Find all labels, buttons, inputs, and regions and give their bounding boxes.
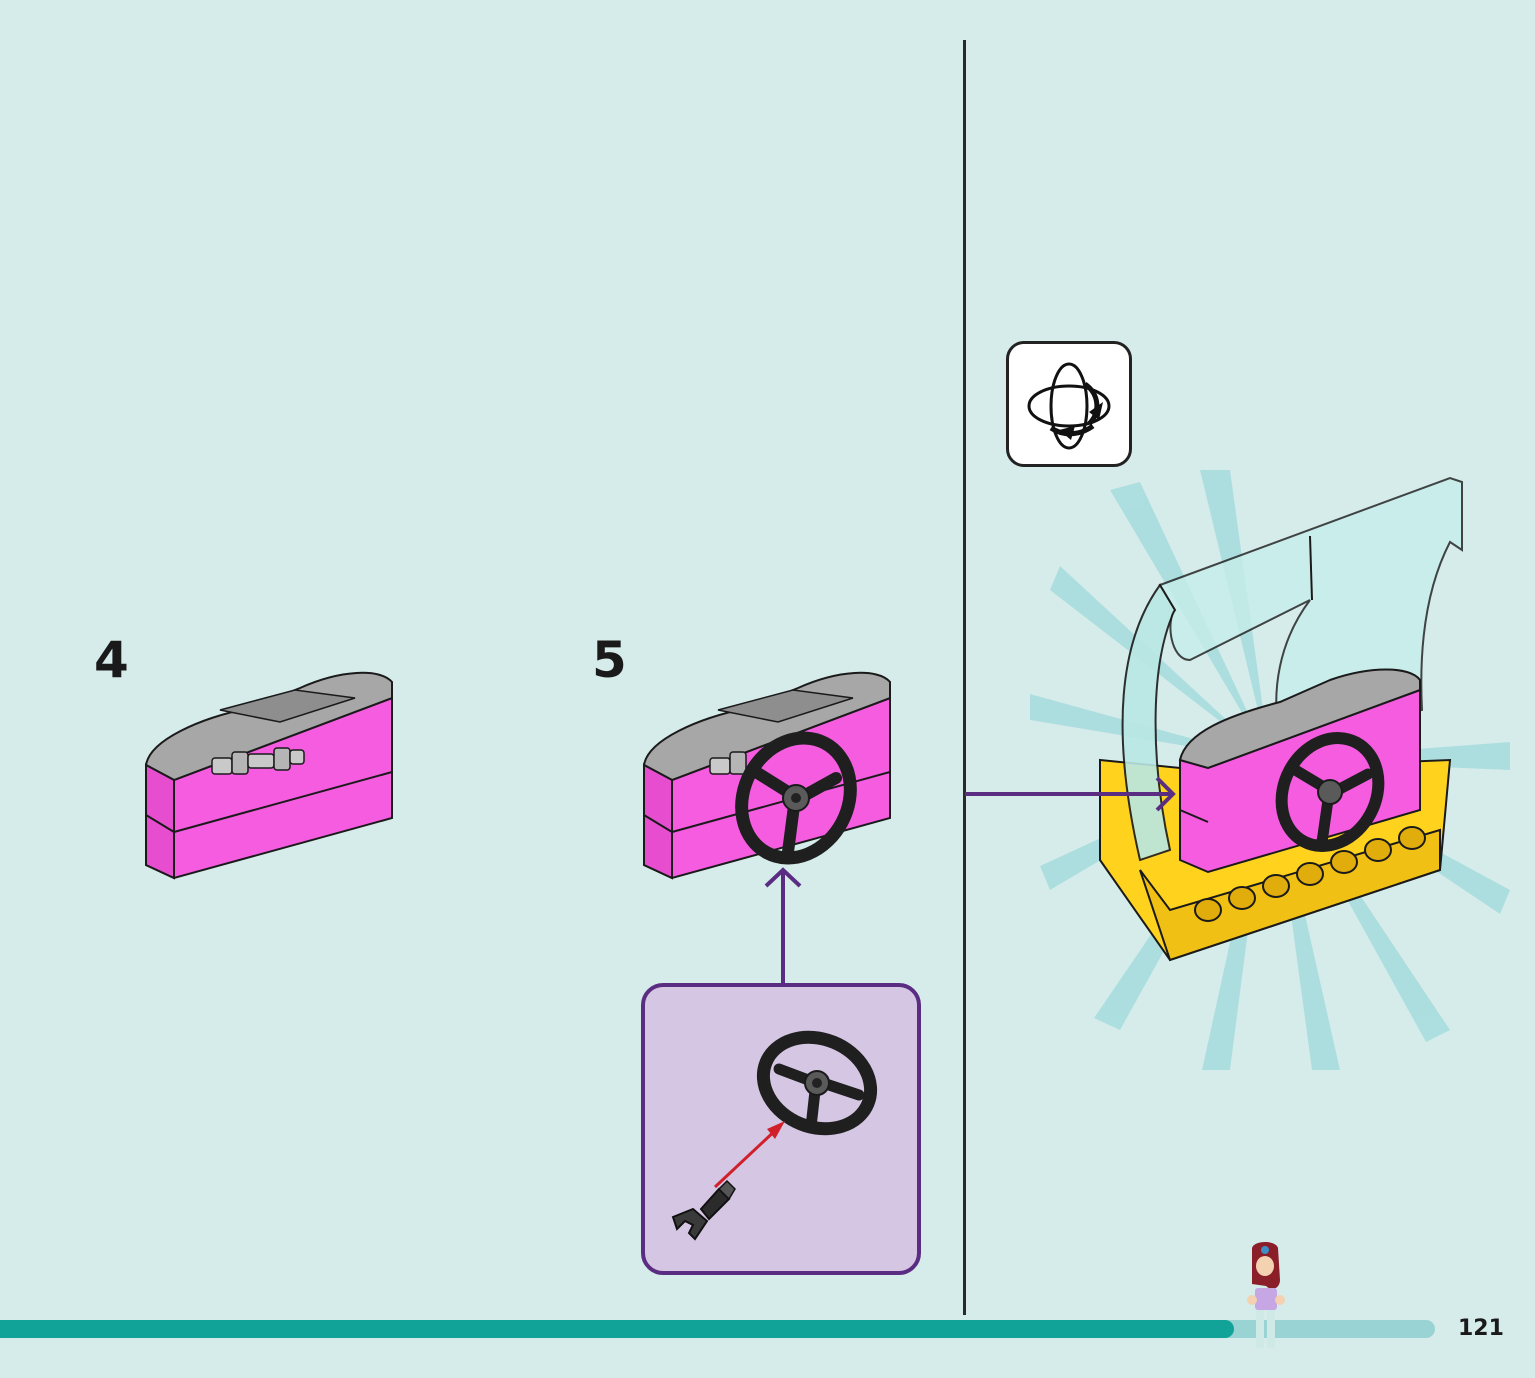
step-4-assembly xyxy=(144,671,393,880)
page-number: 121 xyxy=(1458,1316,1504,1341)
progress-fill xyxy=(0,1320,1234,1338)
steering-wheel-part xyxy=(756,1030,878,1136)
step-number-4: 4 xyxy=(94,631,129,689)
step-number-5: 5 xyxy=(592,631,627,689)
connector-part-with-arrow xyxy=(671,1121,785,1241)
step-divider xyxy=(963,40,966,1315)
rotate-model-box xyxy=(1006,341,1132,467)
placement-arrow xyxy=(965,776,1176,812)
minifigure-icon xyxy=(1247,1242,1285,1348)
step-5-assembly xyxy=(642,671,891,880)
parts-callout xyxy=(641,983,921,1275)
step-5-attach-arrow xyxy=(764,867,802,984)
rotate-model-icon xyxy=(1027,362,1111,450)
assembled-model xyxy=(1030,470,1510,1070)
